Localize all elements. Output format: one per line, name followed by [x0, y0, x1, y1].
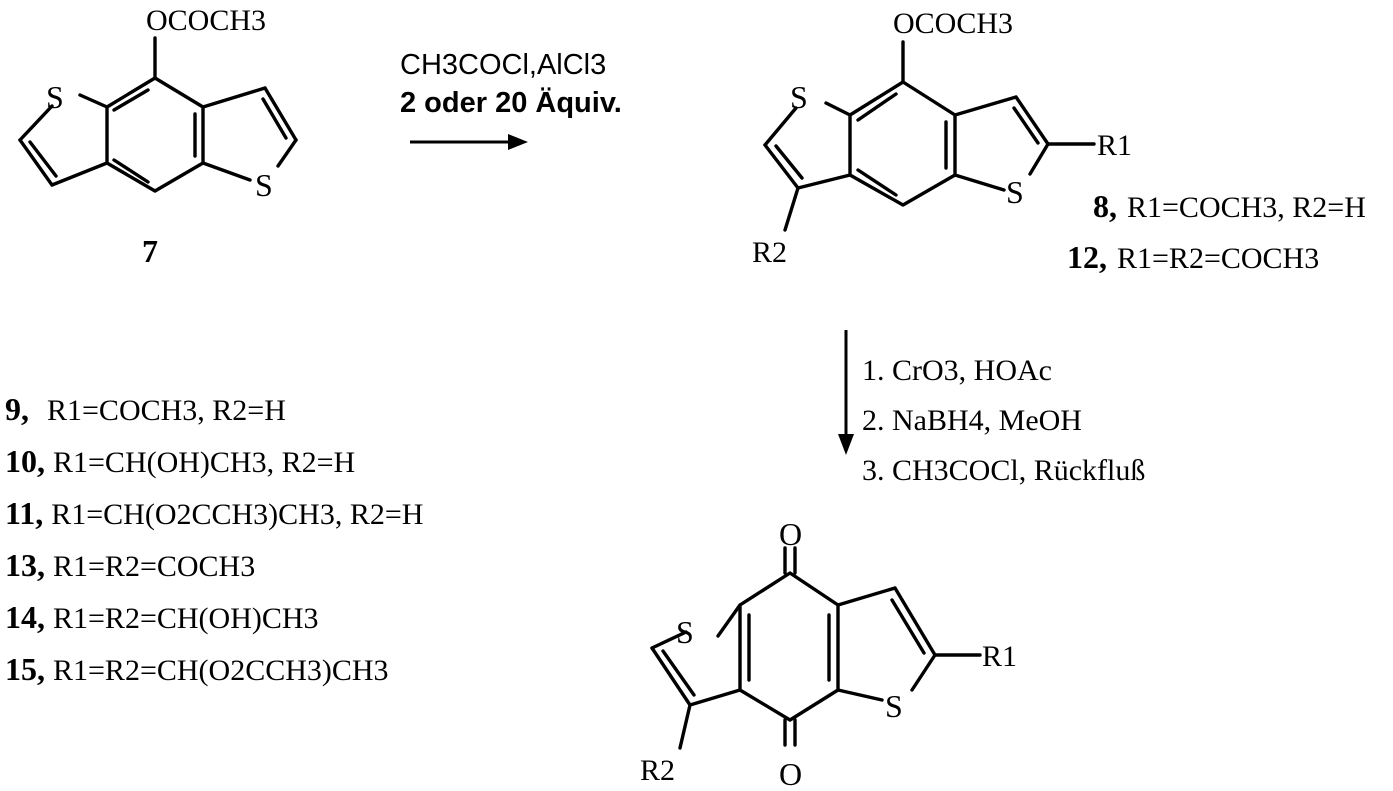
compound-13-definition: R1=R2=COCH3	[53, 550, 255, 583]
compound-11-definition: R1=CH(O2CCH3)CH3, R2=H	[51, 498, 423, 531]
r2-substituent-label: R2	[752, 236, 787, 269]
compound-9-definition: R1=COCH3, R2=H	[47, 394, 286, 427]
compound-8-number: 8,	[1093, 188, 1117, 224]
r1-substituent-label: R1	[1097, 129, 1132, 162]
step1-reaction-arrow: CH3COCl,AlCl3 2 oder 20 Äquiv.	[400, 49, 622, 150]
compound-15-entry: 15, R1=R2=CH(O2CCH3)CH3	[5, 651, 389, 687]
compound-13-entry: 13, R1=R2=COCH3	[5, 547, 255, 583]
oxygen-atom-label: O	[779, 756, 802, 791]
compound-14-entry: 14, R1=R2=CH(OH)CH3	[5, 599, 319, 635]
sulfur-atom-label: S	[790, 79, 808, 115]
step2-reaction-arrow: 1. CrO3, HOAc 2. NaBH4, MeOH 3. CH3COCl,…	[838, 330, 1145, 487]
r2-substituent-label: R2	[640, 754, 675, 787]
compound-11-number: 11,	[5, 495, 43, 531]
compound-10-number: 10,	[5, 443, 45, 479]
sulfur-atom-label: S	[46, 79, 64, 115]
acetoxy-group-label: OCOCH3	[893, 7, 1013, 40]
compound-10-entry: 10, R1=CH(OH)CH3, R2=H	[5, 443, 355, 479]
compound-15-definition: R1=R2=CH(O2CCH3)CH3	[53, 654, 389, 687]
r1-substituent-label: R1	[982, 640, 1017, 673]
compound-7-number: 7	[142, 233, 158, 269]
sulfur-atom-label: S	[676, 614, 694, 650]
compound-8-entry: 8, R1=COCH3, R2=H	[1093, 188, 1366, 224]
step2-condition-3: 3. CH3COCl, Rückfluß	[862, 454, 1145, 487]
compound-12-entry: 12, R1=R2=COCH3	[1067, 239, 1319, 275]
compound-7-structure: S S OCOCH3 7	[20, 4, 296, 269]
compound-14-number: 14,	[5, 599, 45, 635]
compound-12-number: 12,	[1067, 239, 1107, 275]
step2-condition-1: 1. CrO3, HOAc	[862, 354, 1052, 387]
compound-9-number: 9,	[5, 391, 29, 427]
sulfur-atom-label: S	[255, 167, 273, 203]
sulfur-atom-label: S	[885, 688, 903, 724]
quinone-products-list: 9, R1=COCH3, R2=H 10, R1=CH(OH)CH3, R2=H…	[5, 391, 423, 687]
compound-14-definition: R1=R2=CH(OH)CH3	[53, 602, 319, 635]
step1-reagent: CH3COCl,AlCl3	[400, 49, 606, 81]
compound-9-entry: 9, R1=COCH3, R2=H	[5, 391, 286, 427]
compound-10-definition: R1=CH(OH)CH3, R2=H	[53, 446, 355, 479]
compound-8-12-structure: S S OCOCH3 R1 R2	[752, 7, 1132, 269]
step2-condition-2: 2. NaBH4, MeOH	[862, 404, 1082, 437]
acetoxy-group-label: OCOCH3	[146, 4, 266, 37]
compound-11-entry: 11, R1=CH(O2CCH3)CH3, R2=H	[5, 495, 423, 531]
products-8-12-list: 8, R1=COCH3, R2=H 12, R1=R2=COCH3	[1067, 188, 1366, 275]
compound-8-definition: R1=COCH3, R2=H	[1127, 191, 1366, 224]
quinone-structure: O O S S R1 R2	[640, 516, 1017, 791]
step1-equivalents: 2 oder 20 Äquiv.	[400, 86, 622, 119]
compound-12-definition: R1=R2=COCH3	[1117, 242, 1319, 275]
sulfur-atom-label: S	[1006, 174, 1024, 210]
compound-13-number: 13,	[5, 547, 45, 583]
compound-15-number: 15,	[5, 651, 45, 687]
oxygen-atom-label: O	[779, 516, 802, 552]
